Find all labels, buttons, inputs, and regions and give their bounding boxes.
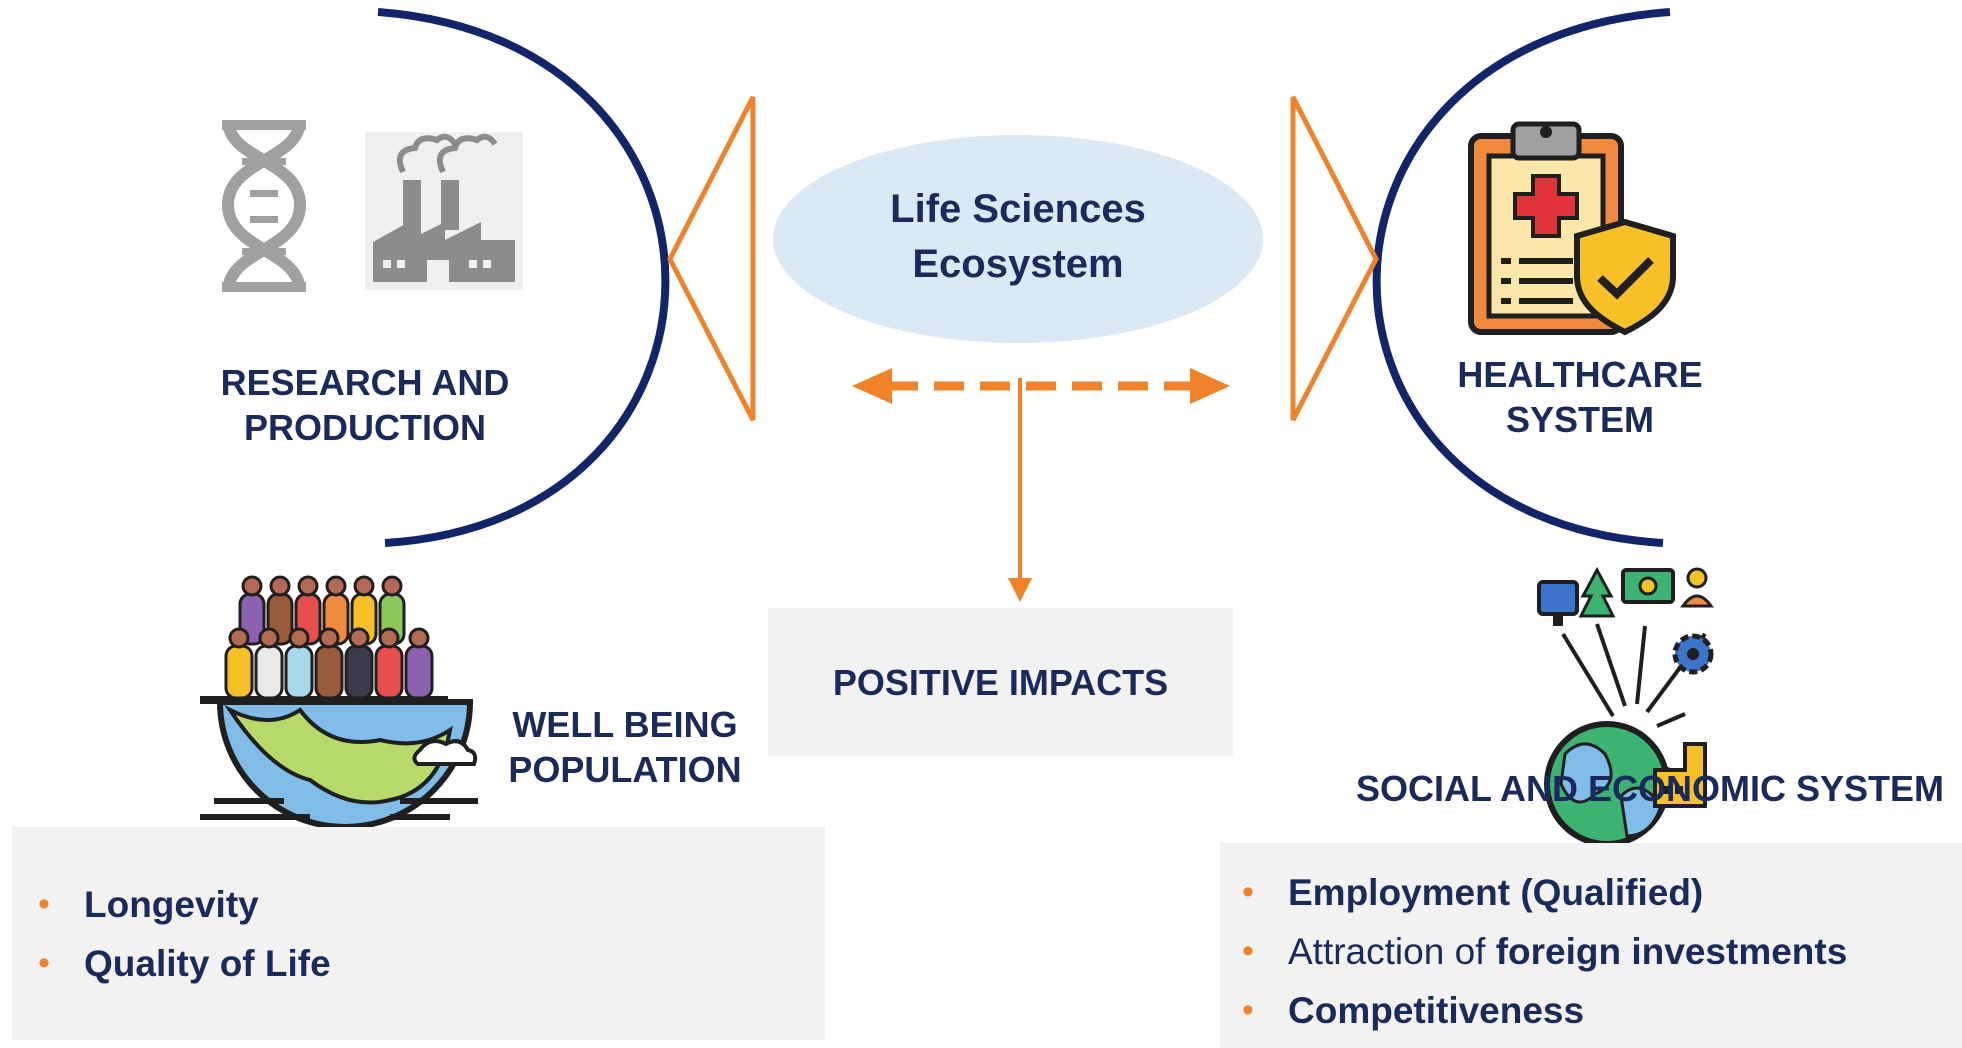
social-label-line1: SOCIAL AND ECONOMIC SYSTEM bbox=[1355, 768, 1945, 809]
wellbeing-label: WELL BEING POPULATION bbox=[480, 702, 770, 792]
list-item: Quality of Life bbox=[22, 934, 331, 993]
list-item: Competitiveness bbox=[1226, 981, 1847, 1040]
left-triangle bbox=[667, 95, 756, 422]
healthcare-label-line2: SYSTEM bbox=[1505, 399, 1655, 440]
healthcare-label-line1: HEALTHCARE bbox=[1457, 354, 1703, 395]
center-title-line1: Life Sciences bbox=[890, 187, 1146, 231]
center-ellipse bbox=[773, 135, 1263, 343]
wellbeing-label-line2: POPULATION bbox=[508, 749, 742, 790]
bidirectional-arrow bbox=[852, 368, 1230, 404]
social-label: SOCIAL AND ECONOMIC SYSTEM bbox=[1340, 766, 1960, 811]
wellbeing-list: Longevity Quality of Life bbox=[22, 875, 331, 993]
social-list-box: Employment (Qualified) Attraction of for… bbox=[1220, 843, 1962, 1048]
wellbeing-label-line1: WELL BEING bbox=[512, 704, 738, 745]
wellbeing-list-box: Longevity Quality of Life bbox=[12, 827, 825, 1040]
research-label: RESEARCH AND PRODUCTION bbox=[195, 360, 535, 450]
research-label-line2: PRODUCTION bbox=[244, 407, 486, 448]
down-arrow bbox=[1008, 378, 1032, 602]
left-arc bbox=[377, 8, 670, 547]
list-item: Employment (Qualified) bbox=[1226, 863, 1847, 922]
right-triangle bbox=[1290, 95, 1379, 422]
right-arc bbox=[1372, 8, 1671, 547]
research-label-line1: RESEARCH AND bbox=[220, 362, 510, 403]
center-title-line2: Ecosystem bbox=[912, 242, 1123, 286]
population-globe-icon bbox=[200, 575, 478, 830]
factory-icon bbox=[365, 132, 523, 290]
list-item: Attraction of foreign investments bbox=[1226, 922, 1847, 981]
list-item: Longevity bbox=[22, 875, 331, 934]
social-list: Employment (Qualified) Attraction of for… bbox=[1226, 863, 1847, 1040]
medical-clipboard-shield-icon bbox=[1468, 121, 1676, 336]
positive-impacts-label: POSITIVE IMPACTS bbox=[832, 662, 1169, 703]
globe-economy-icon bbox=[1537, 566, 1714, 847]
positive-impacts-box: POSITIVE IMPACTS bbox=[768, 608, 1233, 756]
healthcare-label: HEALTHCARE SYSTEM bbox=[1420, 352, 1740, 442]
dna-icon bbox=[221, 119, 307, 293]
